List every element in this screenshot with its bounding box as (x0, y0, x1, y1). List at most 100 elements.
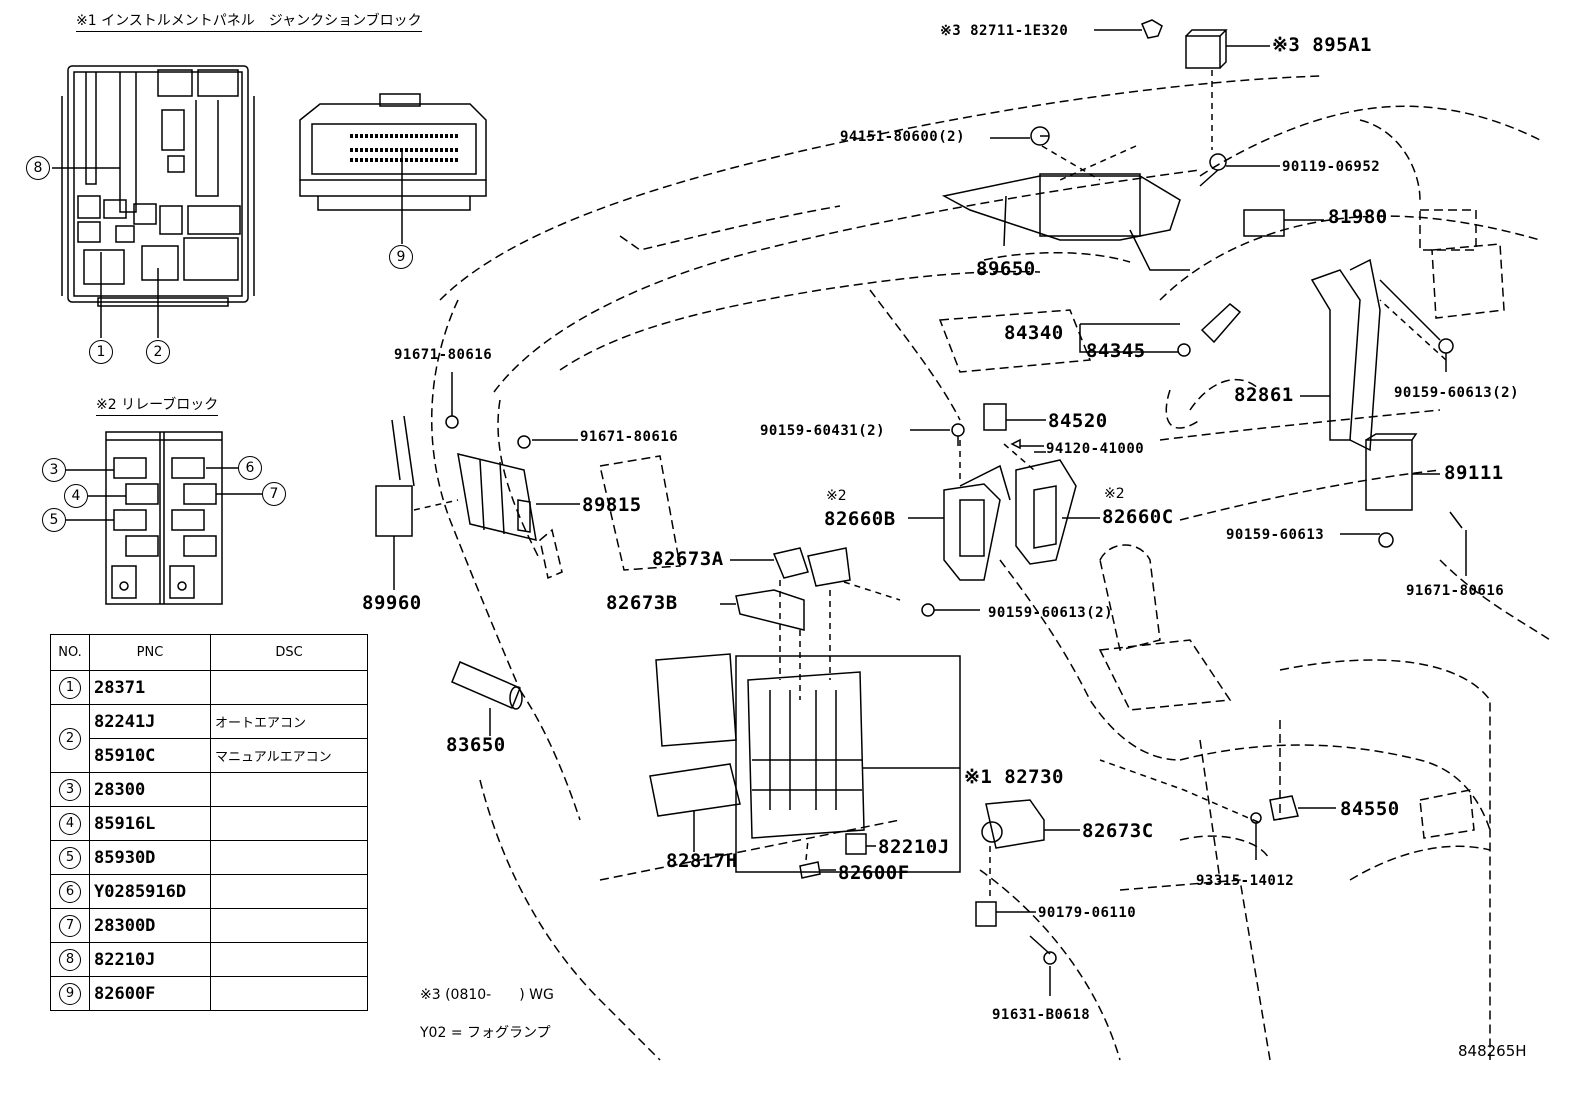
row-pnc: 85930D (89, 840, 211, 875)
callout-7: 7 (262, 482, 286, 506)
table-row: 3 28300 (50, 772, 368, 807)
row-dsc: オートエアコン (210, 704, 368, 739)
row-no: 4 (59, 813, 81, 835)
label-93315-14012: 93315-14012 (1196, 873, 1295, 889)
figure-id: 848265H (1458, 1042, 1527, 1060)
label-82817H: 82817H (666, 850, 738, 872)
label-91671-80616-left: 91671-80616 (394, 347, 493, 363)
junction-block-illustration (61, 65, 255, 307)
row-pnc: 85916L (89, 806, 211, 841)
callout-6: 6 (238, 456, 262, 480)
label-89650: 89650 (976, 258, 1036, 280)
row-dsc (210, 806, 368, 841)
row-no: 8 (59, 949, 81, 971)
header-no: NO. (50, 634, 90, 671)
callout-2: 2 (146, 340, 170, 364)
row-dsc: マニュアルエアコン (210, 738, 368, 773)
label-89960: 89960 (362, 592, 422, 614)
assembly-lines (413, 70, 1447, 900)
label-82600F: 82600F (838, 862, 910, 884)
component-sketches (375, 19, 1467, 996)
label-82673B: 82673B (606, 592, 678, 614)
row-pnc: 85910C (89, 738, 211, 773)
row-pnc: 82600F (89, 976, 211, 1011)
row-dsc (210, 908, 368, 943)
relay-block-title: ※2 リレーブロック (96, 394, 219, 416)
row-pnc: Y0285916D (89, 874, 211, 909)
table-row: 6 Y0285916D (50, 874, 368, 909)
label-83650: 83650 (446, 734, 506, 756)
label-84345: 84345 (1086, 340, 1146, 362)
row-no: 7 (59, 915, 81, 937)
table-row: 2 82241J オートエアコン (50, 704, 368, 773)
parts-table: NO. PNC DSC 1 28371 2 82241J オートエアコン 859… (50, 634, 368, 1011)
label-82660B: 82660B (824, 508, 896, 530)
row-dsc (210, 670, 368, 705)
label-895A1: ※3 895A1 (1272, 34, 1372, 56)
header-pnc: PNC (89, 634, 211, 671)
callout-1: 1 (89, 340, 113, 364)
table-row: 1 28371 (50, 670, 368, 705)
label-91671-80616-right: 91671-80616 (1406, 583, 1505, 599)
label-82861: 82861 (1234, 384, 1294, 406)
label-84340: 84340 (1004, 322, 1064, 344)
mark-2-82660B: ※2 (826, 488, 847, 504)
row-dsc (210, 874, 368, 909)
row-dsc (210, 976, 368, 1011)
label-84520: 84520 (1048, 410, 1108, 432)
label-82730: ※1 82730 (964, 766, 1064, 788)
row-pnc: 28300D (89, 908, 211, 943)
label-94151-80600: 94151-80600(2) (840, 129, 966, 145)
note-3-date-range: ※3 (0810- ) WG (420, 987, 554, 1003)
label-84550: 84550 (1340, 798, 1400, 820)
table-header-row: NO. PNC DSC (50, 634, 368, 671)
callout-4: 4 (64, 484, 88, 508)
label-82711-1E320: ※3 82711-1E320 (940, 23, 1069, 39)
row-dsc (210, 840, 368, 875)
junction-block-title: ※1 インストルメントパネル ジャンクションブロック (76, 10, 422, 32)
label-82673C: 82673C (1082, 820, 1154, 842)
label-90159-60613-2-lower: 90159-60613(2) (988, 605, 1114, 621)
row-no: 5 (59, 847, 81, 869)
label-82210J: 82210J (878, 836, 950, 858)
table-row: 5 85930D (50, 840, 368, 875)
label-90159-60613: 90159-60613 (1226, 527, 1325, 543)
relay-block-illustration (105, 431, 223, 605)
row-pnc: 82241J (89, 704, 211, 739)
callout-5: 5 (42, 508, 66, 532)
table-row: 7 28300D (50, 908, 368, 943)
row-no: 3 (59, 779, 81, 801)
ecu-illustration (299, 93, 487, 211)
dashboard-outline (431, 75, 1551, 1061)
header-dsc: DSC (210, 634, 368, 671)
row-pnc: 28371 (89, 670, 211, 705)
note-y02-fog-lamp: Y02 = フォグランプ (420, 1025, 551, 1041)
callout-8: 8 (26, 156, 50, 180)
row-no: 1 (59, 677, 81, 699)
label-89815: 89815 (582, 494, 642, 516)
label-91671-80616-mid: 91671-80616 (580, 429, 679, 445)
label-81980: 81980 (1328, 206, 1388, 228)
table-row: 85910C マニュアルエアコン (51, 738, 368, 773)
label-82660C: 82660C (1102, 506, 1174, 528)
label-90159-60613-2-upper: 90159-60613(2) (1394, 385, 1520, 401)
table-row: 9 82600F (50, 976, 368, 1011)
label-94120-41000: 94120-41000 (1046, 441, 1145, 457)
mark-2-82660C: ※2 (1104, 486, 1125, 502)
callout-3: 3 (42, 458, 66, 482)
label-82673A: 82673A (652, 548, 724, 570)
row-dsc (210, 942, 368, 977)
callout-9: 9 (389, 245, 413, 269)
row-no: 9 (59, 983, 81, 1005)
row-dsc (210, 772, 368, 807)
row-pnc: 82210J (89, 942, 211, 977)
label-89111: 89111 (1444, 462, 1504, 484)
label-90119-06952: 90119-06952 (1282, 159, 1381, 175)
table-row: 4 85916L (50, 806, 368, 841)
row-no: 6 (59, 881, 81, 903)
label-90159-60431: 90159-60431(2) (760, 423, 886, 439)
label-91631-B0618: 91631-B0618 (992, 1007, 1091, 1023)
row-pnc: 28300 (89, 772, 211, 807)
